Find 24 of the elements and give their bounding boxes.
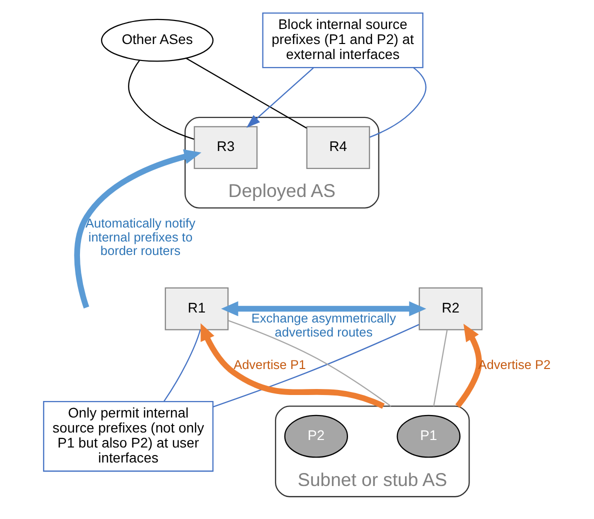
node-ellipse: P1 xyxy=(396,414,460,458)
node-box: Only permit internal source prefixes (not only P1 but also P2) at user interfaces xyxy=(43,400,214,472)
edge-label: Exchange asymmetrically advertised routes xyxy=(251,310,396,340)
arrow xyxy=(74,149,202,308)
node-box: R2 xyxy=(418,287,483,330)
node-box: Block internal source prefixes (P1 and P2) at external interfaces xyxy=(262,12,424,68)
connector xyxy=(186,58,307,129)
connector xyxy=(228,320,392,407)
arrow xyxy=(200,323,385,409)
arrow xyxy=(455,324,482,408)
connector xyxy=(164,330,201,402)
node-ellipse: P2 xyxy=(284,414,348,458)
node-box: R3 xyxy=(194,126,258,170)
connector xyxy=(433,330,448,406)
arrow xyxy=(221,301,426,316)
node-box: R4 xyxy=(306,126,370,170)
connector xyxy=(213,324,420,408)
edge-label: Automatically notify internal prefixes to border routers xyxy=(86,215,196,258)
connector xyxy=(370,67,426,138)
edge-label: Advertise P1 xyxy=(234,356,306,372)
node-box: R1 xyxy=(164,287,229,330)
node-ellipse: Other ASes xyxy=(101,18,214,62)
arrow xyxy=(246,67,314,128)
connector xyxy=(128,60,194,140)
